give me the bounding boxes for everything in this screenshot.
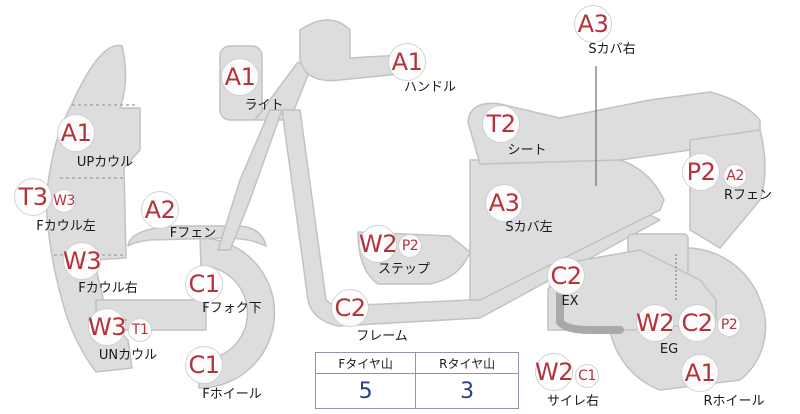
label-s-cover-right: Sカバ右 <box>588 42 636 57</box>
tire-table-value-row: 5 3 <box>314 373 519 409</box>
label-light: ライト <box>244 98 284 113</box>
tire-table-header-row: Fタイヤ山 Rタイヤ山 <box>314 352 519 374</box>
front-tire-header: Fタイヤ山 <box>314 352 417 374</box>
rear-tire-header: Rタイヤ山 <box>415 352 519 374</box>
seat-shape <box>467 91 761 165</box>
label-r-wheel: Rホイール <box>703 394 765 409</box>
label-eg: EG <box>659 342 679 357</box>
tire-tread-table: Fタイヤ山 Rタイヤ山 5 3 <box>314 352 519 409</box>
exhaust-pipe-shape <box>556 286 624 334</box>
label-frame: フレーム <box>356 329 408 344</box>
label-un-cowl: UNカウル <box>98 348 158 363</box>
label-s-cover-left: Sカバ左 <box>505 220 553 235</box>
label-up-cowl: UPカウル <box>76 155 134 170</box>
label-step: ステップ <box>377 262 431 277</box>
swingarm-shape <box>547 249 717 331</box>
down-tube-shape <box>217 109 283 251</box>
label-f-cowl-left: Fカウル左 <box>36 219 96 234</box>
label-f-cowl-right: Fカウル右 <box>78 281 138 296</box>
label-ex: EX <box>561 294 579 309</box>
label-f-wheel: Fホイール <box>202 387 262 402</box>
label-r-fender: Rフェン <box>723 188 773 203</box>
label-seat: シート <box>507 143 547 158</box>
label-f-fender: Fフェン <box>169 226 217 241</box>
front-tire-value: 5 <box>314 373 417 409</box>
label-handle: ハンドル <box>403 80 457 95</box>
rear-tire-value: 3 <box>415 373 519 409</box>
label-side-stand: サイレ右 <box>546 394 600 409</box>
front-wheel-shape <box>198 237 276 389</box>
label-f-fork: Fフォク下 <box>202 301 262 316</box>
